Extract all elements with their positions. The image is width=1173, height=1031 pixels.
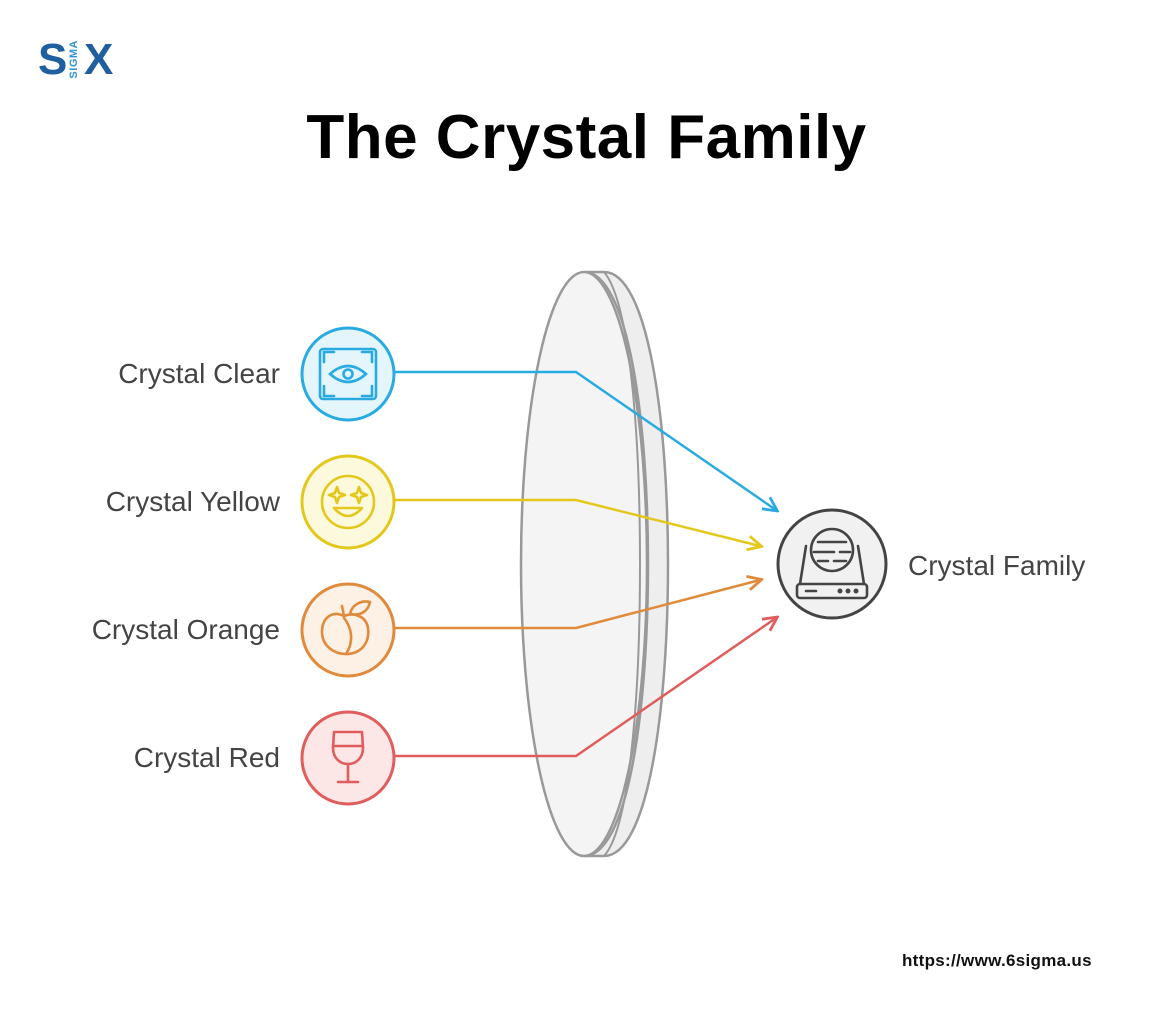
label-crystal-yellow: Crystal Yellow (105, 486, 280, 517)
label-crystal-clear: Crystal Clear (118, 358, 280, 389)
logo-letter-x: X (84, 35, 114, 84)
footer-url-link[interactable]: https://www.6sigma.us (902, 951, 1092, 970)
page-title: The Crystal Family (306, 103, 867, 172)
label-crystal-orange: Crystal Orange (91, 614, 280, 645)
logo: S SIGMA X (38, 36, 128, 86)
star-eyes-smiley-icon (320, 474, 376, 530)
label-crystal-family: Crystal Family (908, 550, 1086, 581)
node-crystal-family (776, 508, 888, 620)
connector-crystal-orange (394, 580, 760, 630)
wine-glass-icon (331, 730, 365, 784)
node-crystal-red (300, 710, 396, 806)
node-crystal-clear (300, 326, 396, 422)
label-crystal-red: Crystal Red (133, 742, 280, 773)
node-crystal-orange (300, 582, 396, 678)
peach-icon (320, 600, 372, 656)
connector-crystal-yellow (394, 498, 760, 546)
connector-crystal-clear (394, 370, 776, 510)
logo-letter-s: S (38, 35, 68, 84)
connector-crystal-red (394, 618, 776, 758)
router-icon (795, 527, 869, 600)
lens-icon (519, 270, 670, 858)
eye-frame-icon (318, 347, 378, 401)
node-crystal-yellow (300, 454, 396, 550)
